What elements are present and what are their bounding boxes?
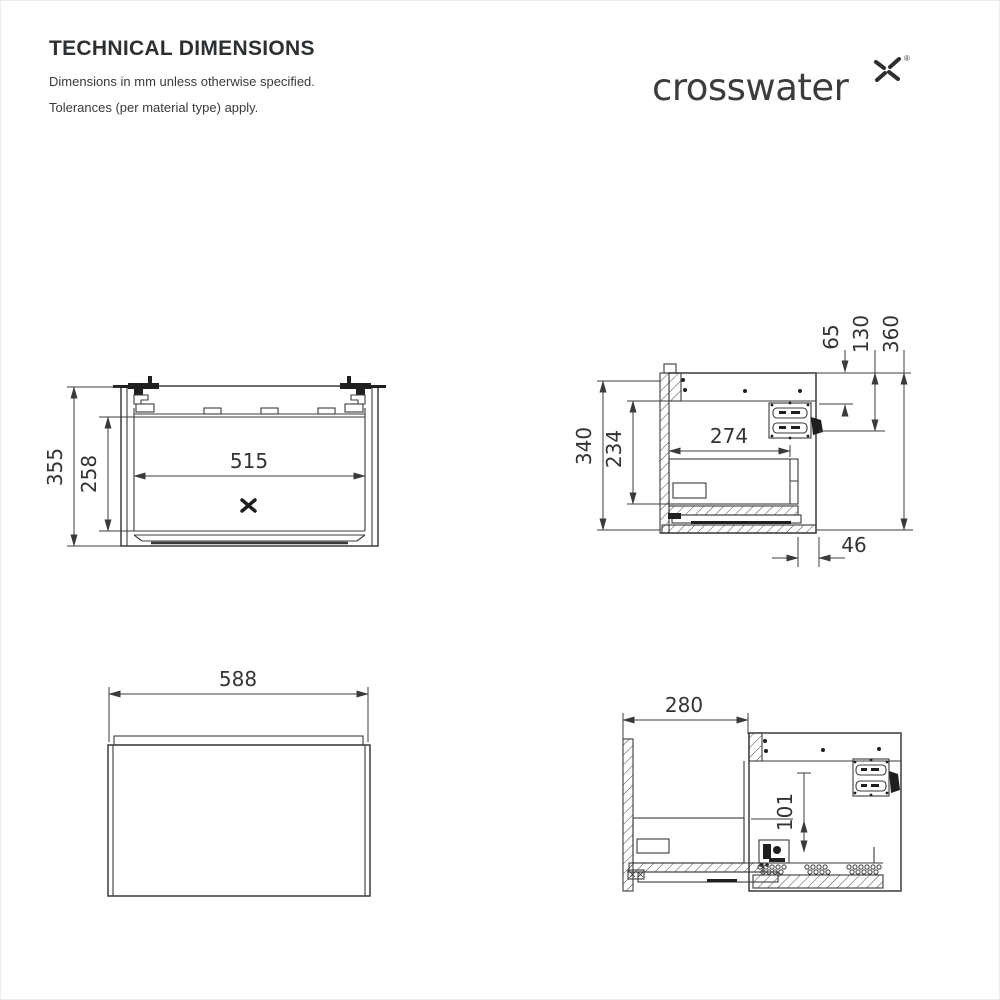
dim-side-bracket-top-offset: 65 <box>819 324 843 349</box>
dim-ext-runner-height: 101 <box>773 793 797 831</box>
side-view-extended: 101 280 <box>622 693 902 892</box>
mounting-bracket <box>852 758 900 797</box>
page-title: TECHNICAL DIMENSIONS <box>49 37 315 60</box>
dim-ext-drawer-extension: 280 <box>665 693 703 717</box>
mounting-bracket <box>768 401 823 440</box>
top-view: 588 <box>107 667 371 897</box>
dim-top-overall-width: 588 <box>219 667 257 691</box>
brand-name: crosswater <box>652 66 849 109</box>
tolerance-note: Tolerances (per material type) apply. <box>49 100 259 115</box>
dim-side-internal-depth: 274 <box>710 424 748 448</box>
units-note: Dimensions in mm unless otherwise specif… <box>49 74 315 89</box>
dim-front-drawer-height: 258 <box>77 455 101 493</box>
dim-side-drawer-box-height: 234 <box>602 430 626 468</box>
dim-front-overall-height: 355 <box>43 448 67 486</box>
wall-bracket-left <box>113 376 159 413</box>
dim-side-carcass-height: 340 <box>572 427 596 465</box>
registered-mark: ® <box>904 54 910 63</box>
dim-side-front-clearance: 46 <box>841 533 866 557</box>
crosswater-x-icon <box>873 56 903 84</box>
dim-side-bracket-bottom-offset: 130 <box>849 315 873 353</box>
front-view: 355 258 515 <box>43 376 386 547</box>
crosswater-x-icon <box>240 498 257 513</box>
side-view: 340 234 274 65 130 360 46 <box>572 315 913 567</box>
dim-front-internal-width: 515 <box>230 449 268 473</box>
brand-logo: crosswater ® <box>652 54 952 129</box>
wall-bracket-right <box>340 376 386 413</box>
dim-side-overall-height: 360 <box>879 315 903 353</box>
runner-ball-bearings <box>757 864 882 875</box>
